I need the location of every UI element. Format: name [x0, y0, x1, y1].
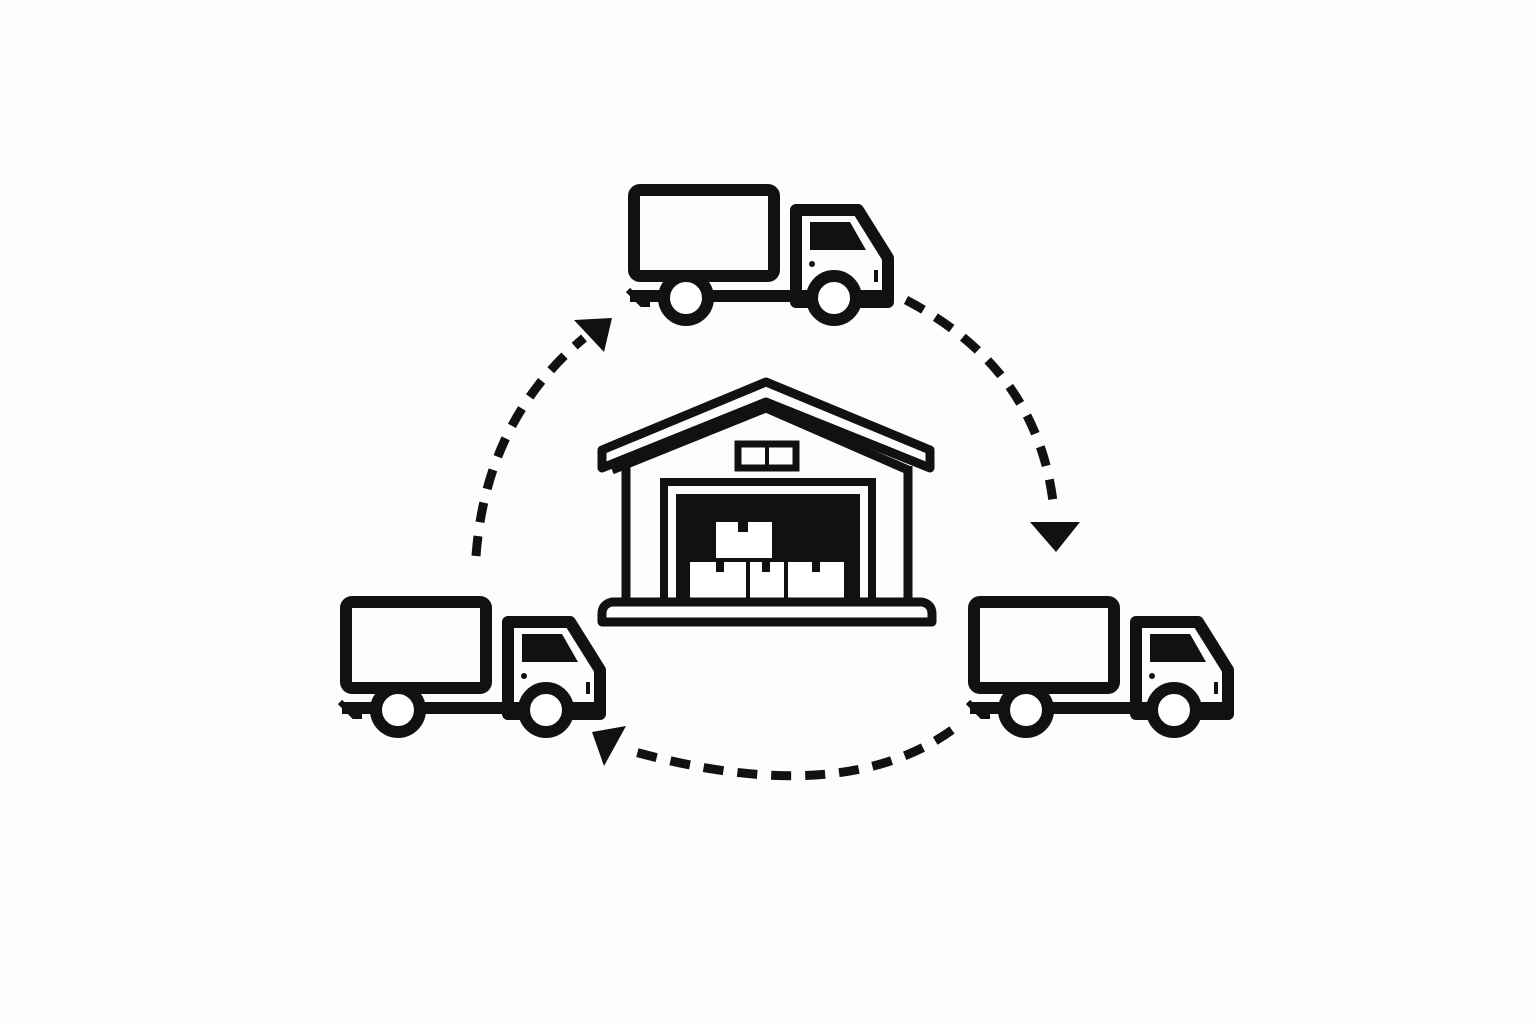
truck-icon-left: [340, 602, 600, 732]
warehouse-icon: [597, 377, 937, 627]
flow-arrow-top-to-right: [903, 296, 1080, 552]
truck-icon-right: [968, 602, 1228, 732]
truck-icon-top: [628, 190, 888, 320]
flow-arrow-left-to-top: [471, 318, 612, 557]
flow-arrow-right-to-left: [592, 726, 955, 781]
